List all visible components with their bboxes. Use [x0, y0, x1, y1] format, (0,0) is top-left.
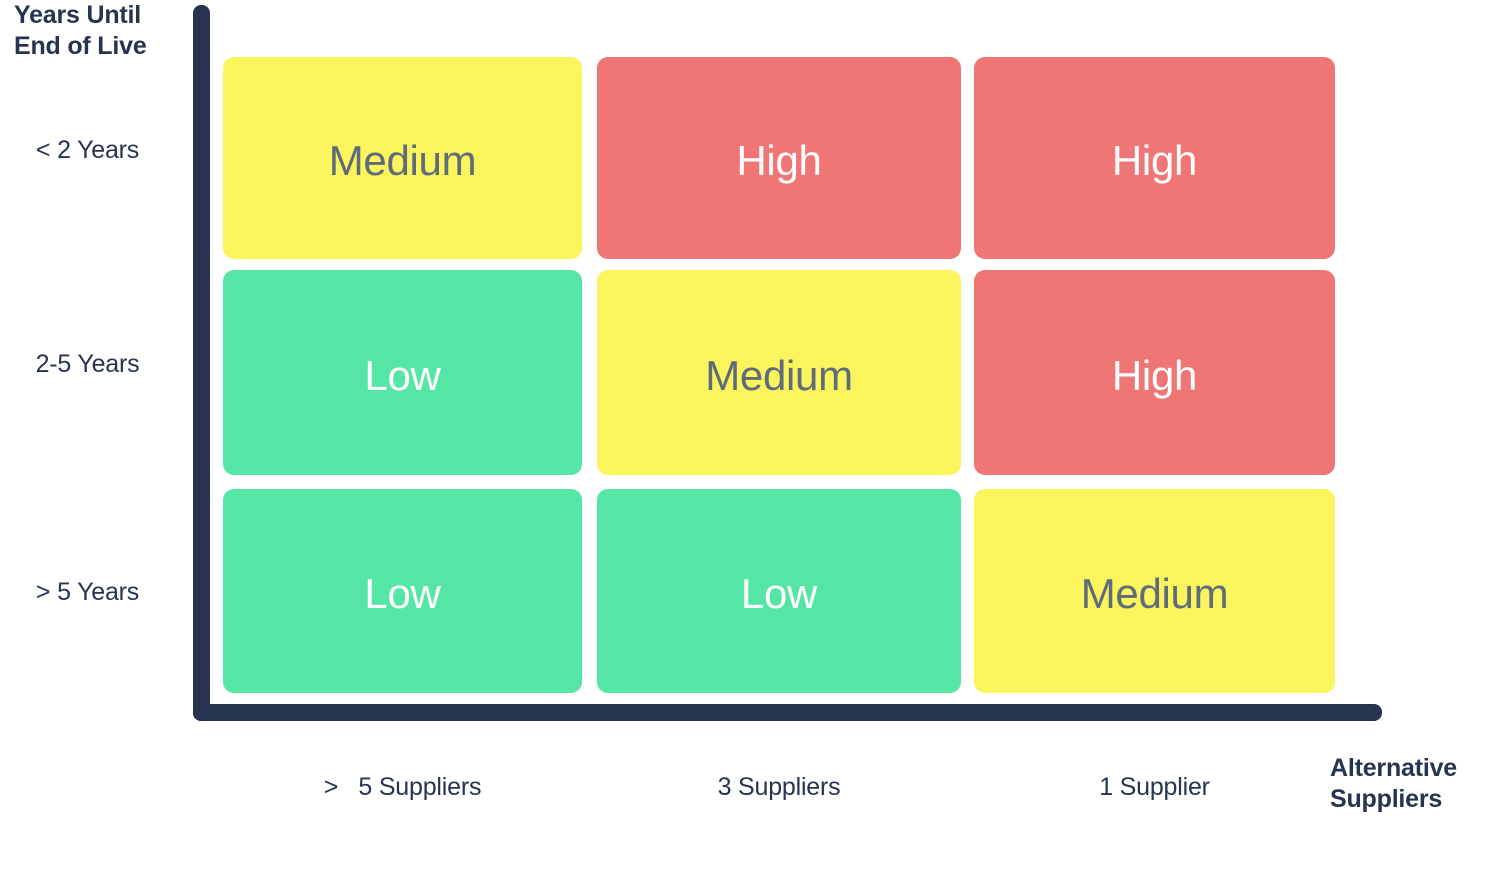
matrix-cell-label: Low	[364, 351, 441, 399]
matrix-cell-medium-r0c0[interactable]: Medium	[223, 57, 582, 259]
matrix-cell-high-r0c1[interactable]: High	[597, 57, 961, 259]
x-axis-tick-label-3-suppliers: 3 Suppliers	[717, 773, 841, 801]
matrix-cell-label: High	[1111, 137, 1198, 184]
x-axis-line	[193, 704, 1382, 721]
matrix-cell-low-r2c1[interactable]: Low	[597, 489, 961, 693]
matrix-cell-low-r2c0[interactable]: Low	[223, 489, 582, 693]
matrix-cell-low-r1c0[interactable]: Low	[223, 270, 582, 475]
y-axis-tick-label-over-5-years: > 5 Years	[35, 578, 140, 606]
x-axis-tick-label-over-5-suppliers: > 5 Suppliers	[323, 773, 482, 801]
x-axis-tick-label-1-supplier: 1 Supplier	[1099, 773, 1210, 801]
matrix-cell-high-r1c2[interactable]: High	[974, 270, 1335, 475]
y-axis-tick-label-2-5-years: 2-5 Years	[35, 350, 140, 378]
y-axis-tick-label-under-2-years: < 2 Years	[35, 136, 140, 164]
matrix-cell-label: Low	[740, 570, 818, 617]
y-axis-line	[193, 5, 210, 721]
matrix-cell-label: Medium	[705, 351, 853, 399]
matrix-cell-label: Low	[364, 570, 441, 617]
matrix-cell-label: Medium	[1080, 570, 1229, 617]
matrix-cell-medium-r2c2[interactable]: Medium	[974, 489, 1335, 693]
matrix-cell-medium-r1c1[interactable]: Medium	[597, 270, 961, 475]
matrix-cell-high-r0c2[interactable]: High	[974, 57, 1335, 259]
matrix-cell-label: Medium	[328, 137, 477, 184]
matrix-cell-label: High	[1111, 351, 1198, 399]
matrix-cell-label: High	[736, 137, 822, 184]
